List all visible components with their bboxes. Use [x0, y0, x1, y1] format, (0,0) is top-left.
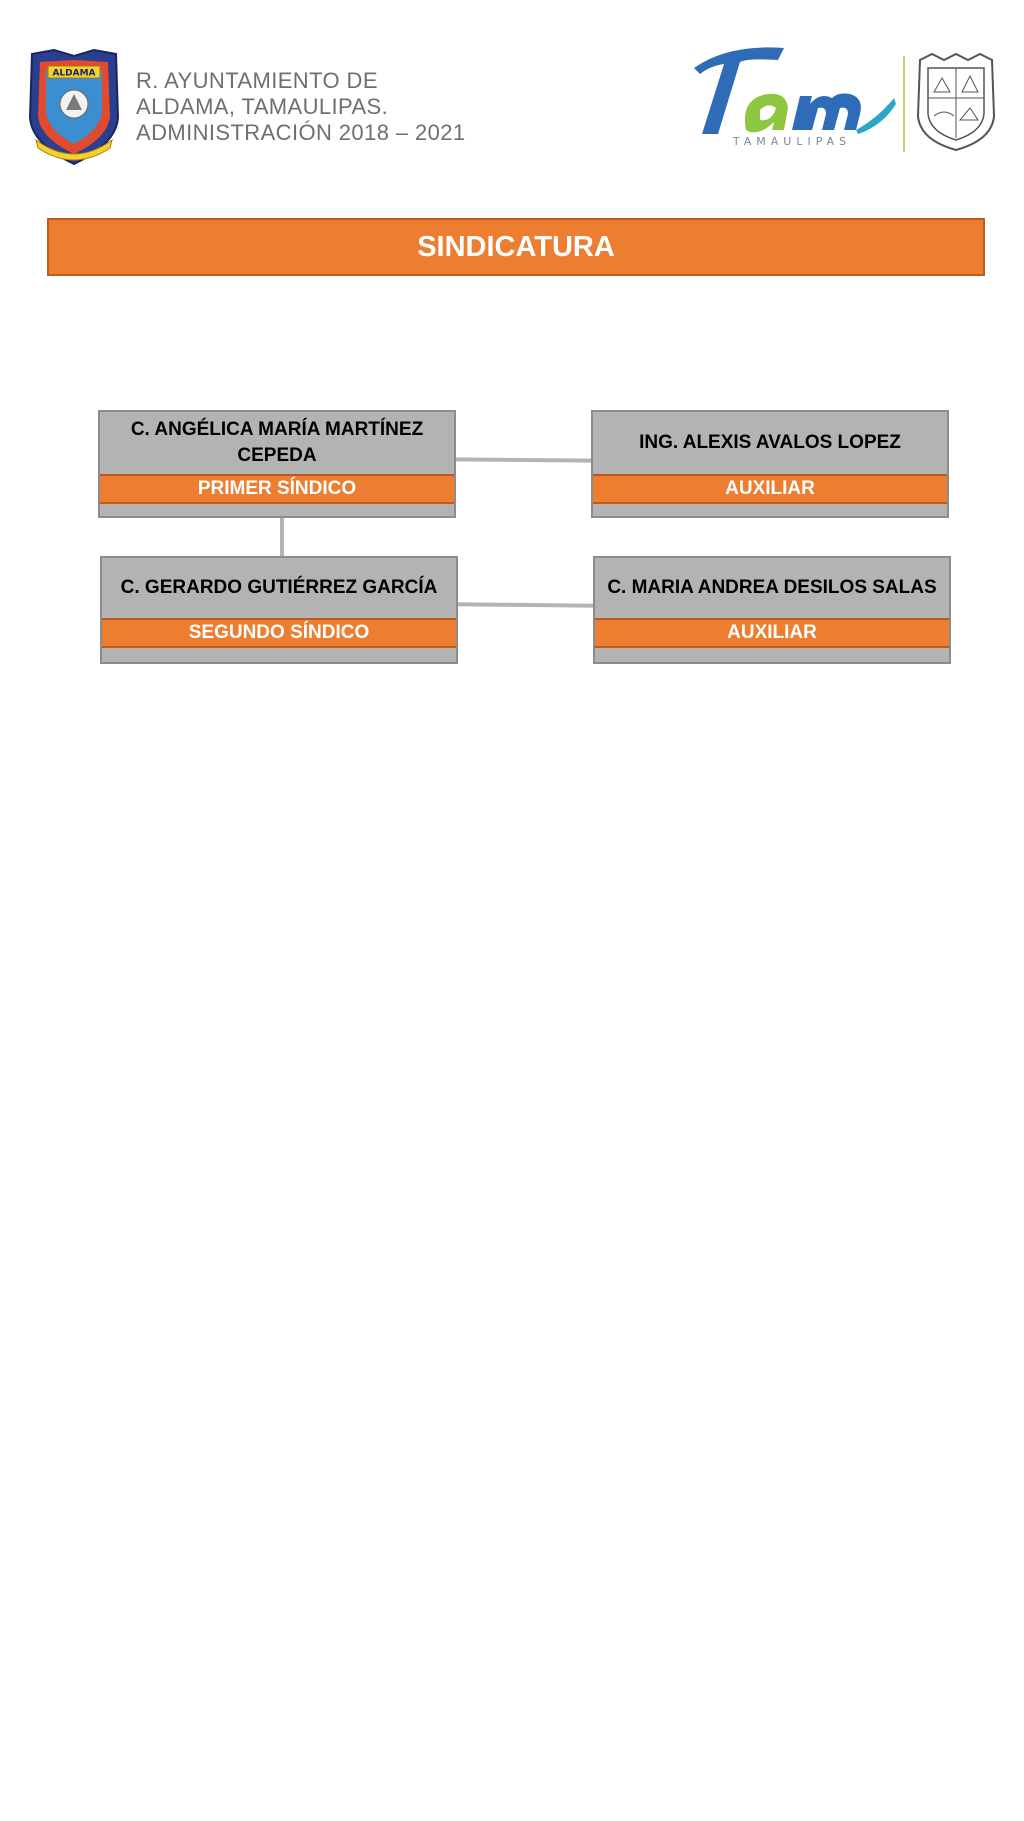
auxiliar-1-role: AUXILIAR [593, 474, 947, 504]
connector-primer-sindico-to-auxiliar [453, 457, 595, 463]
svg-text:ALDAMA: ALDAMA [52, 69, 95, 79]
auxiliar-2-name: C. MARIA ANDREA DESILOS SALAS [607, 577, 937, 598]
municipality-header: R. AYUNTAMIENTO DE ALDAMA, TAMAULIPAS. A… [136, 68, 466, 146]
org-box-segundo-sindico: C. GERARDO GUTIÉRREZ GARCÍA SEGUNDO SÍND… [100, 556, 458, 664]
org-box-auxiliar-2: C. MARIA ANDREA DESILOS SALAS AUXILIAR [593, 556, 951, 664]
header-line-2: ALDAMA, TAMAULIPAS. [136, 94, 389, 119]
connector-primer-to-segundo-sindico [280, 516, 284, 560]
segundo-sindico-name: C. GERARDO GUTIÉRREZ GARCÍA [120, 577, 438, 598]
org-box-auxiliar-1: ING. ALEXIS AVALOS LOPEZ AUXILIAR [591, 410, 949, 518]
svg-text:TAMAULIPAS: TAMAULIPAS [732, 135, 851, 148]
section-title: SINDICATURA [417, 230, 615, 263]
auxiliar-2-role: AUXILIAR [595, 618, 949, 648]
header-line-3: ADMINISTRACIÓN 2018 – 2021 [136, 120, 466, 145]
segundo-sindico-role: SEGUNDO SÍNDICO [102, 618, 456, 648]
header-line-1: R. AYUNTAMIENTO DE [136, 68, 378, 93]
primer-sindico-role: PRIMER SÍNDICO [100, 474, 454, 504]
connector-segundo-sindico-to-auxiliar [455, 602, 597, 608]
auxiliar-1-name: ING. ALEXIS AVALOS LOPEZ [639, 432, 901, 453]
org-box-primer-sindico: C. ANGÉLICA MARÍA MARTÍNEZ CEPEDA PRIMER… [98, 410, 456, 518]
primer-sindico-name: C. ANGÉLICA MARÍA MARTÍNEZ CEPEDA [130, 419, 424, 466]
tamaulipas-state-seal [916, 52, 996, 152]
section-title-banner: SINDICATURA [47, 218, 985, 276]
tamaulipas-brand-logo: TAMAULIPAS [694, 47, 896, 148]
logo-divider [903, 56, 905, 152]
aldama-coat-of-arms-logo: ALDAMA [28, 48, 120, 166]
